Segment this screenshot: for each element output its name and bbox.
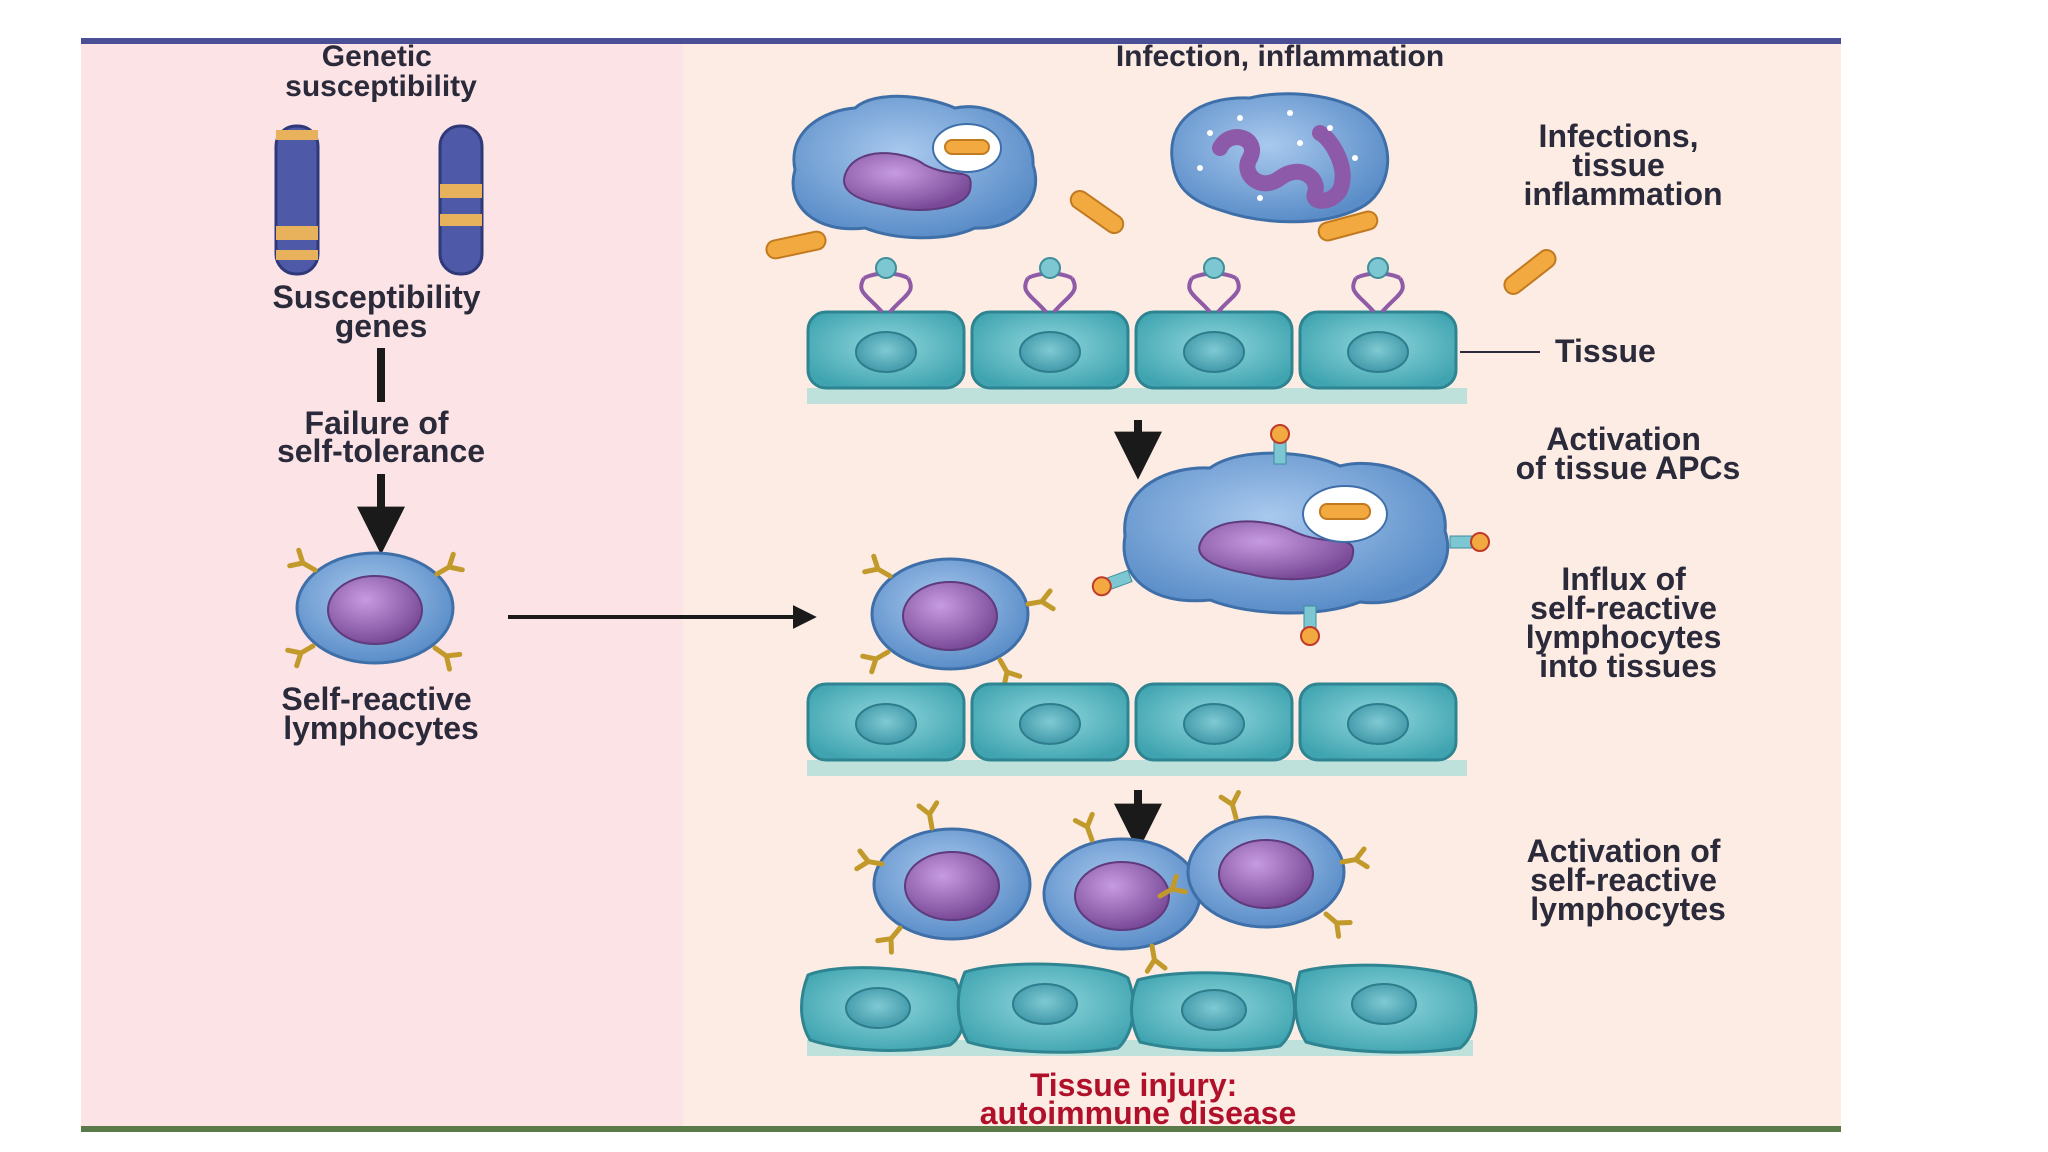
activated-apc — [1091, 424, 1490, 646]
frame-top-bar — [81, 38, 1841, 44]
infections-label: Infections, tissue inflammation — [1523, 118, 1722, 212]
tissue-row-1 — [806, 256, 1467, 404]
activation-label: Activation of self-reactive lymphocytes — [1527, 833, 1730, 927]
tissue-row-3-damaged — [800, 962, 1478, 1056]
self-reactive-lymphocytes-label: Self-reactive lymphocytes — [281, 681, 480, 746]
tissue-label: Tissue — [1555, 333, 1656, 369]
influx-label: Influx of self-reactive lymphocytes into… — [1526, 561, 1731, 684]
chromosome-right — [438, 124, 484, 276]
right-header: Infection, inflammation — [1116, 40, 1444, 73]
failure-self-tolerance-label: Failure of self-tolerance — [277, 405, 485, 469]
susceptibility-genes-label: Susceptibility genes — [273, 279, 490, 344]
outcome-label: Tissue injury: autoimmune disease — [980, 1067, 1297, 1131]
apc-activation-label: Activation of tissue APCs — [1516, 421, 1741, 486]
frame-bottom-bar — [81, 1126, 1841, 1132]
chromosome-left — [274, 124, 320, 276]
neutrophil — [1170, 92, 1390, 224]
left-header: Genetic susceptibility — [285, 40, 477, 103]
tissue-row-2 — [806, 682, 1467, 776]
macrophage-infected — [791, 94, 1038, 240]
